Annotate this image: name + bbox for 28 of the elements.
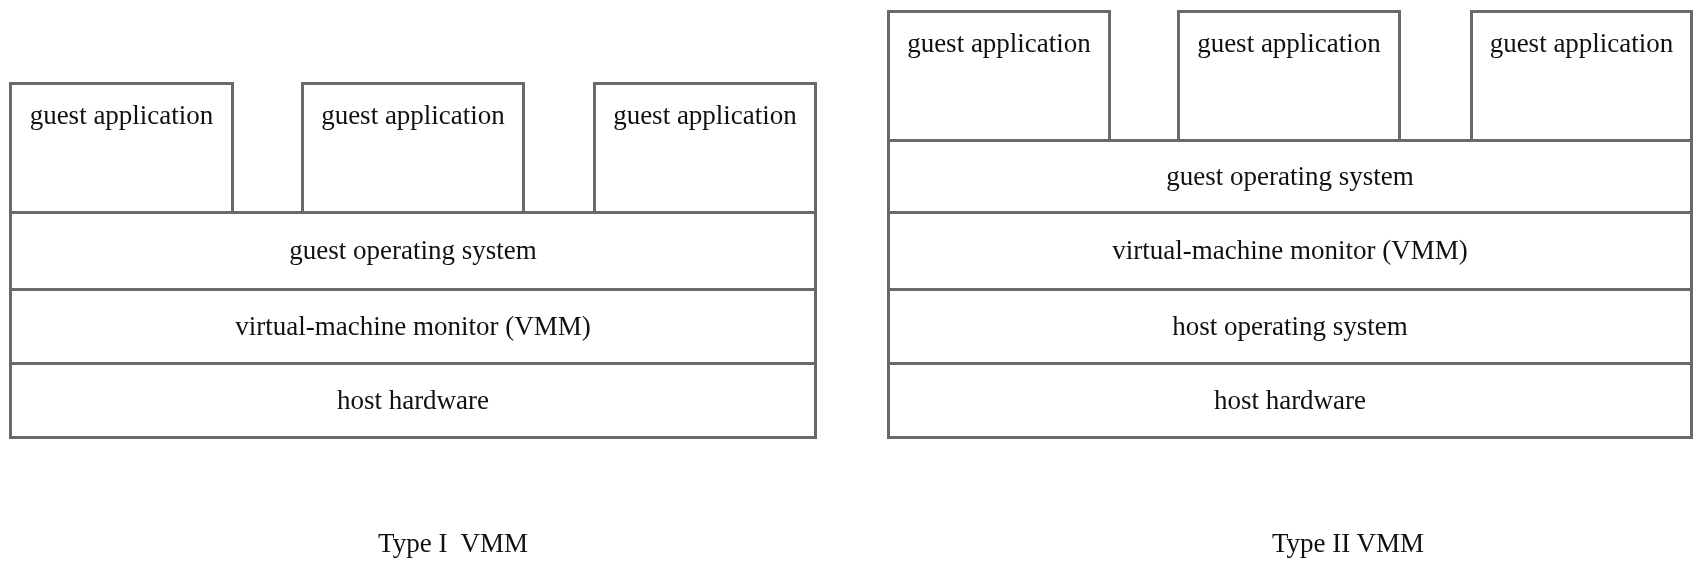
layer-label: guest application [1197,29,1381,59]
application-box [887,10,1111,142]
application-box [9,82,234,214]
layer-label: host operating system [1172,311,1408,342]
layer-label: host hardware [1213,385,1367,416]
application-box [301,82,525,214]
layer-label: guest application [1489,29,1674,59]
diagram-caption: Type II VMM [1271,528,1425,559]
layer-band [887,288,1693,365]
layer-label: virtual-machine monitor (VMM) [1112,236,1468,266]
layer-label: guest application [613,101,797,131]
layer-label: guest application [29,101,214,131]
layer-label: guest application [321,101,505,131]
application-box [1177,10,1401,142]
diagram-caption: Type I VMM [378,528,528,559]
layer-label: virtual-machine monitor (VMM) [235,311,591,342]
layer-band [9,362,817,439]
layer-band [887,362,1693,439]
layer-band [887,211,1693,291]
layer-label: guest operating system [1166,161,1414,192]
application-box [1470,10,1693,142]
layer-band [887,139,1693,214]
layer-label: guest operating system [289,236,537,266]
layer-band [9,211,817,291]
layer-label: guest application [907,29,1091,59]
layer-label: host hardware [336,385,490,416]
application-box [593,82,817,214]
layer-band [9,288,817,365]
